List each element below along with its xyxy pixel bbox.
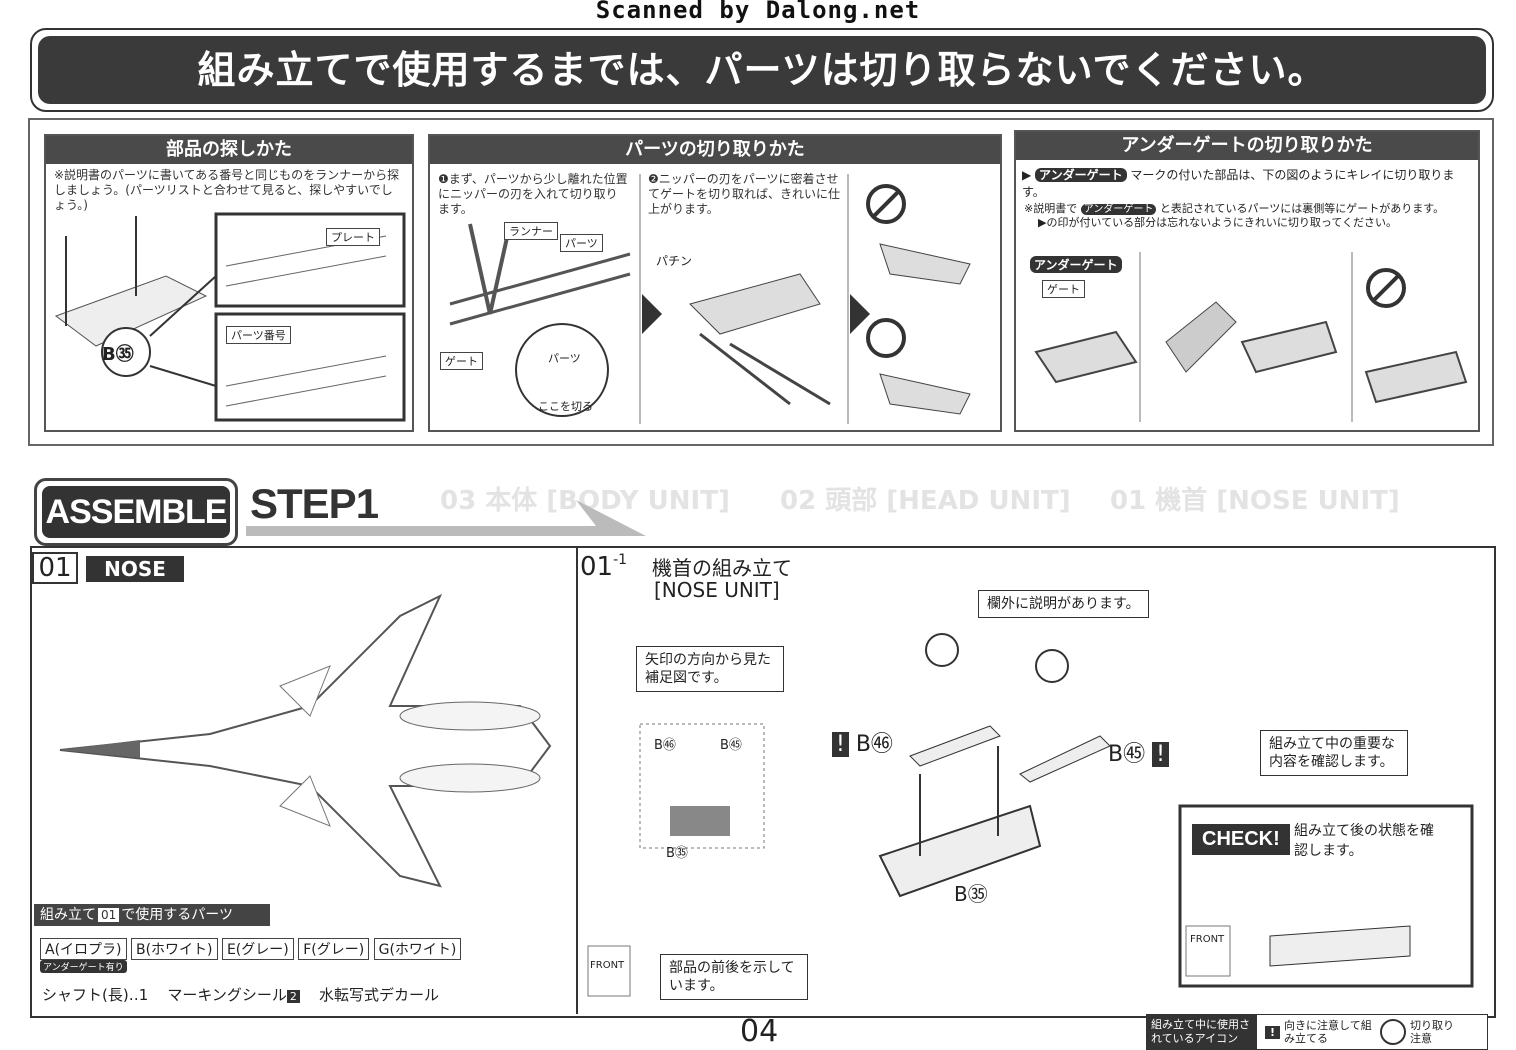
- callout-outside-note: 欄外に説明があります。: [978, 590, 1149, 618]
- nose-unit-panel: 01-1 機首の組み立て [NOSE UNIT] 欄外に説明があります。 矢印の…: [580, 546, 1490, 1014]
- front-label-left: FRONT: [590, 960, 625, 971]
- nose-title: NOSE: [86, 556, 184, 582]
- nose-unit-illustration: [587, 633, 1474, 997]
- part-e: E(グレー): [221, 938, 294, 960]
- find-parts-illustration: [54, 212, 406, 422]
- marking-seal-num: 2: [286, 990, 300, 1003]
- cut-caution-icon: [1380, 1019, 1407, 1045]
- part-label-zoom: パーツ: [548, 352, 581, 365]
- under-gate-badge: アンダーゲート: [1035, 168, 1127, 182]
- step-underline: [246, 500, 646, 536]
- warning-banner: 組み立てで使用するまでは、パーツは切り取らないでください。: [30, 28, 1494, 112]
- part-f: F(グレー): [298, 938, 370, 960]
- under-gate-line3: ▶の印が付いている部分は忘れないようにきれいに切り取ってください。: [1038, 216, 1398, 229]
- assemble-badge: ASSEMBLE: [34, 478, 238, 546]
- under-gate-line1: ▶ アンダーゲート マークの付いた部品は、下の図のようにキレイに切り取ります。: [1022, 168, 1455, 199]
- under-gate-illustration: [1034, 252, 1468, 422]
- under-gate-line2: ※説明書で アンダーゲート と表記されているパーツには裏側等にゲートがあります。: [1024, 200, 1474, 216]
- under-gate-inline-badge: アンダーゲート: [1080, 204, 1157, 215]
- callout-front-info: 部品の前後を示しています。: [660, 954, 808, 1000]
- part-b45-label: B㊺ !: [1108, 736, 1169, 768]
- ghost-header-head: 02 頭部 [HEAD UNIT]: [780, 486, 1071, 516]
- gate-diagram-label: ゲート: [1042, 280, 1085, 298]
- gate-label: ゲート: [440, 352, 483, 370]
- part-ref-b35: B㉟: [102, 344, 134, 365]
- icon-legend-title: 組み立て中に使用されているアイコン: [1147, 1015, 1257, 1049]
- part-a: A(イロプラ): [40, 938, 127, 960]
- under-gate-line1-text: マークの付いた部品は、下の図のようにキレイに切り取ります。: [1022, 168, 1455, 199]
- scan-credit: Scanned by Dalong.net: [595, 0, 921, 24]
- parts-header-suffix: で使用するパーツ: [121, 907, 234, 923]
- warning-banner-text: 組み立てで使用するまでは、パーツは切り取らないでください。: [38, 36, 1486, 104]
- icon-legend: 組み立て中に使用されているアイコン ! 向きに注意して組み立てる 切り取り注意: [1146, 1014, 1488, 1050]
- step-title: STEP1: [250, 480, 379, 527]
- extra-decal: 水転写式デカール: [318, 986, 439, 1004]
- callout-check-info: 組み立て中の重要な内容を確認します。: [1260, 730, 1408, 776]
- part-b45-text: B㊺: [1108, 742, 1146, 767]
- nose-unit-title: 機首の組み立て: [652, 556, 792, 580]
- extra-shaft: シャフト(長)‥1: [42, 986, 149, 1004]
- nose-unit-num: 01: [580, 552, 614, 582]
- part-g: G(ホワイト): [373, 938, 462, 960]
- snap-sound-label: パチン: [656, 254, 693, 268]
- cut-parts-illustration: [449, 174, 971, 424]
- part-number-label: パーツ番号: [226, 326, 291, 344]
- find-parts-note: ※説明書のパーツに書いてある番号と同じものをランナーから探しましょう。(パーツリ…: [54, 168, 400, 212]
- parts-list: A(イロプラ) B(ホワイト) E(グレー) F(グレー) G(ホワイト): [40, 938, 462, 960]
- parts-header-prefix: 組み立て: [40, 907, 96, 923]
- legend-cut: 切り取り注意: [1410, 1019, 1455, 1045]
- part-b46-label: ! B㊻: [832, 726, 893, 758]
- ghost-header-nose: 01 機首 [NOSE UNIT]: [1110, 486, 1400, 516]
- section-divider: [576, 546, 578, 1014]
- under-gate-diagram-badge: アンダーゲート: [1030, 256, 1122, 273]
- find-parts-title: 部品の探しかた: [46, 136, 412, 164]
- nose-unit-number: 01-1: [580, 552, 627, 582]
- page-number: 04: [740, 1014, 779, 1049]
- plate-label: プレート: [326, 228, 380, 246]
- caution-icon: !: [1265, 1025, 1281, 1039]
- legend-orientation: 向きに注意して組み立てる: [1284, 1019, 1372, 1045]
- check-text: 組み立て後の状態を確認します。: [1294, 823, 1434, 859]
- part-label: パーツ: [560, 234, 603, 252]
- cut-step1-text: ❶まず、パーツから少し離れた位置にニッパーの刃を入れて切り取ります。: [438, 172, 628, 216]
- detail-b35-label: B㉟: [666, 846, 688, 861]
- cut-here-label: ここを切る: [538, 400, 593, 413]
- detail-b45-label: B㊺: [720, 738, 742, 753]
- under-gate-panel: アンダーゲートの切り取りかた ▶ アンダーゲート マークの付いた部品は、下の図の…: [1014, 130, 1480, 432]
- parts-header-num: 01: [98, 908, 120, 922]
- front-label-check: FRONT: [1190, 934, 1225, 945]
- cut-parts-panel: パーツの切り取りかた ❶まず、パーツから少し離れた位置にニッパーの刃を入れて切り…: [428, 134, 1002, 432]
- find-parts-panel: 部品の探しかた ※説明書のパーツに書いてある番号と同じものをランナーから探しまし…: [44, 134, 414, 432]
- cut-step2-text: ❷ニッパーの刃をパーツに密着させてゲートを切り取れば、きれいに仕上がります。: [648, 172, 841, 216]
- detail-b46-label: B㊻: [654, 738, 676, 753]
- under-gate-title: アンダーゲートの切り取りかた: [1016, 132, 1478, 160]
- part-b35-label: B㉟: [954, 882, 988, 906]
- part-b: B(ホワイト): [130, 938, 218, 960]
- cut-parts-title: パーツの切り取りかた: [430, 136, 1000, 164]
- nose-unit-subtitle: [NOSE UNIT]: [654, 578, 780, 602]
- extra-marking-seal: マーキングシール: [167, 986, 287, 1004]
- nose-unit-sub: -1: [613, 552, 628, 568]
- assemble-label: ASSEMBLE: [42, 486, 230, 538]
- part-b46-text: B㊻: [855, 732, 893, 757]
- under-gate-line2-prefix: ※説明書で: [1024, 202, 1078, 215]
- nose-step-number: 01: [32, 552, 78, 584]
- aircraft-top-view: [59, 593, 552, 888]
- under-gate-line2-text: と表記されているパーツには裏側等にゲートがあります。: [1159, 202, 1445, 215]
- runner-label: ランナー: [504, 222, 558, 240]
- callout-arrow-view: 矢印の方向から見た補足図です。: [636, 646, 784, 692]
- under-gate-included-badge: アンダーゲート有り: [40, 960, 127, 973]
- check-badge: CHECK!: [1192, 824, 1290, 855]
